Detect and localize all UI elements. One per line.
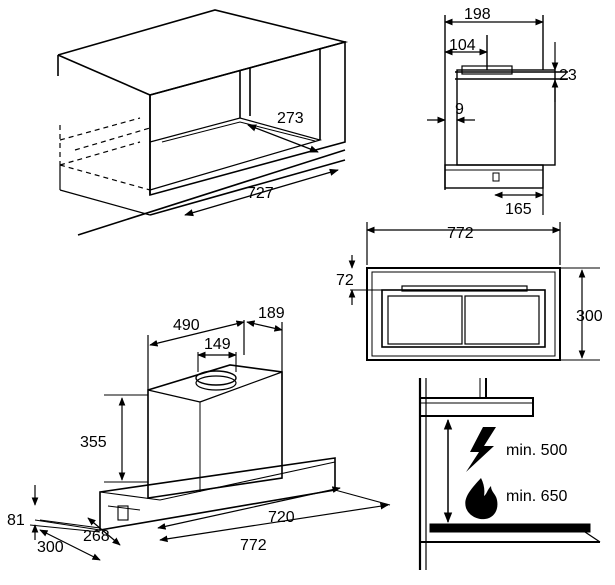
side-front-depth-label: 165	[505, 201, 532, 218]
hood-chimney-width-label: 490	[173, 317, 200, 334]
side-total-width-label: 198	[464, 6, 491, 23]
flame-icon	[465, 478, 498, 520]
bottom-depth-label: 300	[576, 308, 603, 325]
side-view	[427, 15, 568, 215]
bottom-edge-label: 72	[336, 272, 354, 289]
bottom-width-label: 772	[447, 225, 474, 242]
cabinet-view	[57, 9, 349, 236]
side-duct-offset-label: 104	[449, 37, 476, 54]
hood-depth-label: 300	[37, 539, 64, 556]
clearance-view	[418, 378, 601, 570]
electric-min-label: min. 500	[506, 442, 567, 459]
hood-duct-diameter-label: 149	[204, 336, 231, 353]
side-duct-height-label: 23	[559, 67, 577, 84]
bottom-view	[348, 222, 600, 361]
hood-outer-width-label: 772	[240, 537, 267, 554]
hood-3d-view	[29, 320, 391, 561]
gas-min-label: min. 650	[506, 488, 567, 505]
cabinet-depth-label: 273	[277, 110, 304, 127]
side-wall-gap-label: 9	[455, 101, 464, 118]
hood-chimney-depth-label: 189	[258, 305, 285, 322]
hood-inner-width-label: 720	[268, 509, 295, 526]
lightning-bolt-icon	[466, 427, 496, 472]
hood-inner-depth-label: 268	[83, 528, 110, 545]
hood-chimney-height-label: 355	[80, 434, 107, 451]
cabinet-width-label: 727	[247, 185, 274, 202]
hood-height-label: 81	[7, 512, 25, 529]
